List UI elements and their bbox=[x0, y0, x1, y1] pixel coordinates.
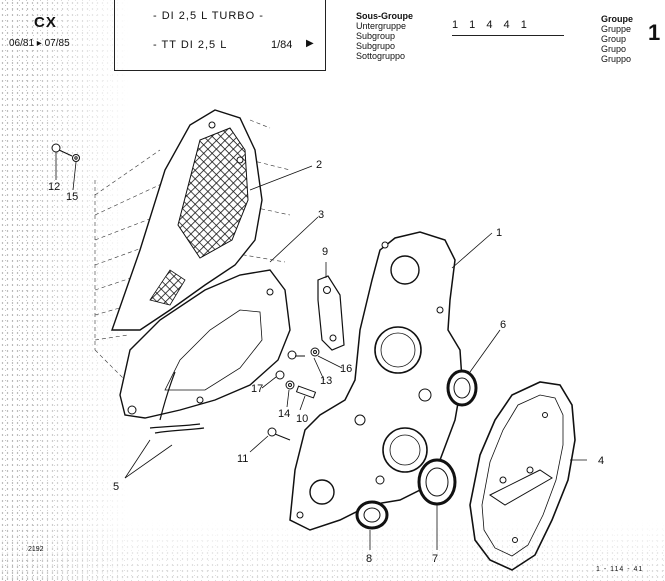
bracket-part-9 bbox=[317, 275, 345, 351]
group-label-de: Gruppe bbox=[601, 24, 632, 34]
page-number: 1/84 bbox=[271, 39, 293, 51]
callout-7: 7 bbox=[432, 553, 438, 565]
timing-case-part-1 bbox=[289, 231, 463, 531]
callout-3: 3 bbox=[318, 209, 324, 221]
callout-12: 12 bbox=[48, 181, 60, 193]
scan-speckle-left bbox=[0, 0, 130, 581]
upper-timing-cover-part-2 bbox=[111, 109, 263, 331]
callout-16: 16 bbox=[340, 363, 352, 375]
subgroup-label-de: Untergruppe bbox=[356, 21, 407, 31]
callout-13: 13 bbox=[320, 375, 332, 387]
subgroup-label-es: Subgrupo bbox=[356, 41, 396, 51]
model-name: CX bbox=[34, 14, 57, 31]
bolt-part-13 bbox=[287, 350, 305, 360]
illustration-reference: 2192 bbox=[28, 546, 44, 553]
callout-8: 8 bbox=[366, 553, 372, 565]
callout-2: 2 bbox=[316, 159, 322, 171]
callout-6: 6 bbox=[500, 319, 506, 331]
stud-part-10 bbox=[295, 385, 317, 399]
washer-part-14 bbox=[285, 380, 295, 390]
bolt-part-11 bbox=[267, 427, 291, 441]
group-label-it: Gruppo bbox=[601, 54, 632, 64]
group-label-fr: Groupe bbox=[601, 14, 634, 24]
group-labels: Groupe Gruppe Group Grupo Gruppo bbox=[601, 14, 633, 64]
callout-4: 4 bbox=[598, 455, 604, 467]
callout-10: 10 bbox=[296, 413, 308, 425]
subgroup-code: 1 1 4 4 1 bbox=[452, 19, 531, 31]
subgroup-labels: Sous-Groupe Untergruppe Subgroup Subgrup… bbox=[356, 11, 413, 61]
fastener-hardware bbox=[51, 143, 320, 441]
engine-title-line-2: - TT DI 2,5 L bbox=[153, 39, 228, 51]
callout-9: 9 bbox=[322, 246, 328, 258]
callout-1: 1 bbox=[496, 227, 502, 239]
callout-5: 5 bbox=[113, 481, 119, 493]
nut-part-17 bbox=[275, 370, 285, 380]
washer-part-15 bbox=[72, 154, 80, 162]
oil-seal-part-8 bbox=[355, 500, 389, 530]
group-number: 1 bbox=[648, 20, 661, 45]
next-page-arrow-icon: ▶ bbox=[306, 38, 314, 49]
group-label-en: Group bbox=[601, 34, 627, 44]
callout-17: 17 bbox=[251, 383, 263, 395]
callout-leader-lines bbox=[55, 152, 587, 550]
page-reference-code: 1 - 114 - 41 bbox=[596, 566, 644, 573]
oil-seal-part-6 bbox=[446, 369, 478, 407]
subgroup-label-fr: Sous-Groupe bbox=[356, 11, 414, 21]
subgroup-label-en: Subgroup bbox=[356, 31, 396, 41]
seal-strips-part-5 bbox=[149, 371, 205, 434]
engine-title-box: - DI 2,5 L TURBO - - TT DI 2,5 L 1/84 ▶ bbox=[114, 0, 326, 71]
bolt-part-12 bbox=[51, 143, 73, 157]
subgroup-label-it: Sottogruppo bbox=[356, 51, 406, 61]
callout-14: 14 bbox=[278, 408, 290, 420]
washer-part-16 bbox=[310, 347, 320, 357]
group-label-es: Grupo bbox=[601, 44, 627, 54]
lower-timing-cover-part-3 bbox=[119, 269, 291, 419]
scan-speckle-bottom bbox=[0, 520, 665, 581]
callout-15: 15 bbox=[66, 191, 78, 203]
engine-title-line-1: - DI 2,5 L TURBO - bbox=[153, 10, 264, 22]
production-dates: 06/81 ▸ 07/85 bbox=[9, 38, 70, 49]
gasket-part-4 bbox=[469, 381, 576, 571]
oil-seal-part-7 bbox=[417, 458, 457, 506]
callout-11: 11 bbox=[237, 453, 248, 465]
subgroup-code-underline bbox=[452, 35, 564, 36]
